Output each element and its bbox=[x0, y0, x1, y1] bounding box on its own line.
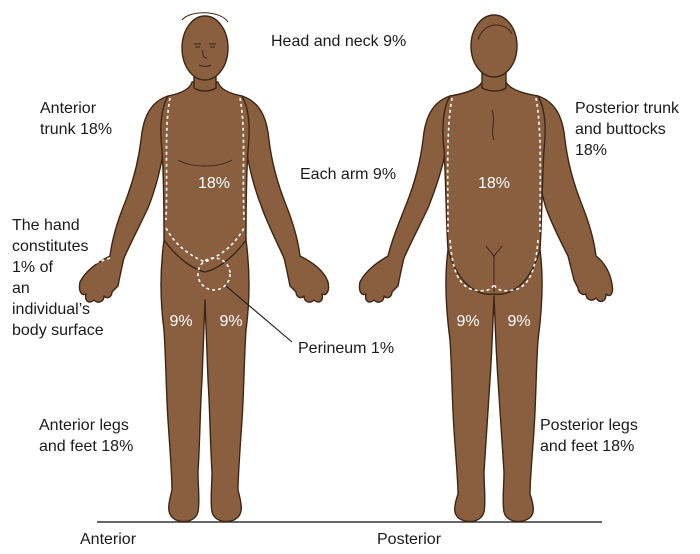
anterior-right-arm bbox=[242, 96, 329, 302]
anterior-trunk-percent: 18% bbox=[198, 175, 230, 192]
hand-note-label: The hand constitutes 1% of an individual… bbox=[12, 215, 104, 341]
posterior-legs-label: Posterior legs and feet 18% bbox=[540, 415, 638, 457]
posterior-trunk-label: Posterior trunk and buttocks 18% bbox=[575, 98, 679, 161]
each-arm-label: Each arm 9% bbox=[300, 164, 396, 185]
head-neck-label: Head and neck 9% bbox=[271, 31, 406, 52]
posterior-trunk-percent: 18% bbox=[478, 175, 510, 192]
anterior-right-leg-percent: 9% bbox=[219, 313, 242, 330]
anterior-left-leg-percent: 9% bbox=[169, 313, 192, 330]
anterior-head bbox=[182, 16, 228, 80]
posterior-right-leg-percent: 9% bbox=[507, 313, 530, 330]
posterior-view-label: Posterior bbox=[377, 529, 441, 550]
perineum-label: Perineum 1% bbox=[298, 338, 394, 359]
anterior-legs-label: Anterior legs and feet 18% bbox=[39, 415, 133, 457]
posterior-head bbox=[471, 15, 517, 77]
anterior-legs bbox=[161, 240, 249, 522]
posterior-left-leg-percent: 9% bbox=[456, 313, 479, 330]
posterior-left-arm bbox=[359, 96, 450, 302]
anterior-view-label: Anterior bbox=[80, 529, 136, 550]
anterior-trunk-label: Anterior trunk 18% bbox=[40, 98, 112, 140]
